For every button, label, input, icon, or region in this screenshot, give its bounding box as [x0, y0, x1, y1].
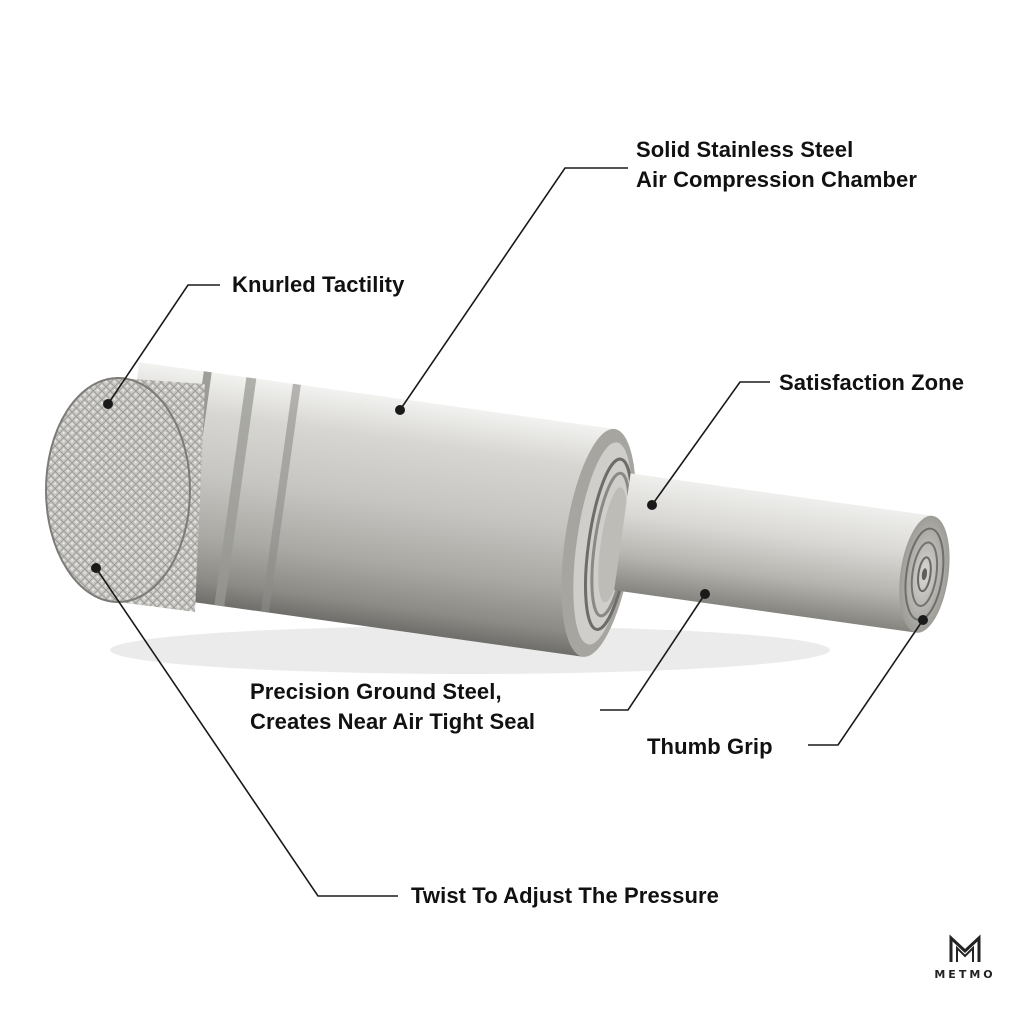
leader-dots [91, 399, 928, 625]
annotation-chamber: Solid Stainless Steel Air Compression Ch… [636, 135, 917, 195]
plunger-rod [614, 473, 950, 633]
annotation-thumb: Thumb Grip [647, 734, 773, 759]
leader-thumb [808, 619, 924, 746]
knurled-cap [45, 377, 205, 612]
leader-satisfaction [651, 381, 770, 506]
annotation-twist: Twist To Adjust The Pressure [411, 883, 719, 908]
leader-chamber [399, 167, 628, 411]
annotation-precision-line1: Precision Ground Steel, [250, 679, 502, 704]
leader-twist [95, 567, 398, 897]
brand-name: METMO [934, 968, 996, 981]
leader-knurl [107, 284, 220, 405]
brand-logo: METMO [930, 934, 1000, 996]
annotation-chamber-line1: Solid Stainless Steel [636, 137, 854, 162]
leader-precision [600, 593, 706, 711]
chamber-body [107, 362, 637, 657]
leader-lines [95, 167, 924, 897]
annotation-satisfaction: Satisfaction Zone [779, 370, 965, 395]
annotation-precision: Precision Ground Steel, Creates Near Air… [250, 677, 535, 737]
brand-logo-icon [949, 934, 981, 962]
floor-shadow [110, 626, 830, 674]
annotation-knurl: Knurled Tactility [232, 272, 405, 297]
annotation-chamber-line2: Air Compression Chamber [636, 167, 918, 192]
annotation-precision-line2: Creates Near Air Tight Seal [250, 709, 536, 734]
